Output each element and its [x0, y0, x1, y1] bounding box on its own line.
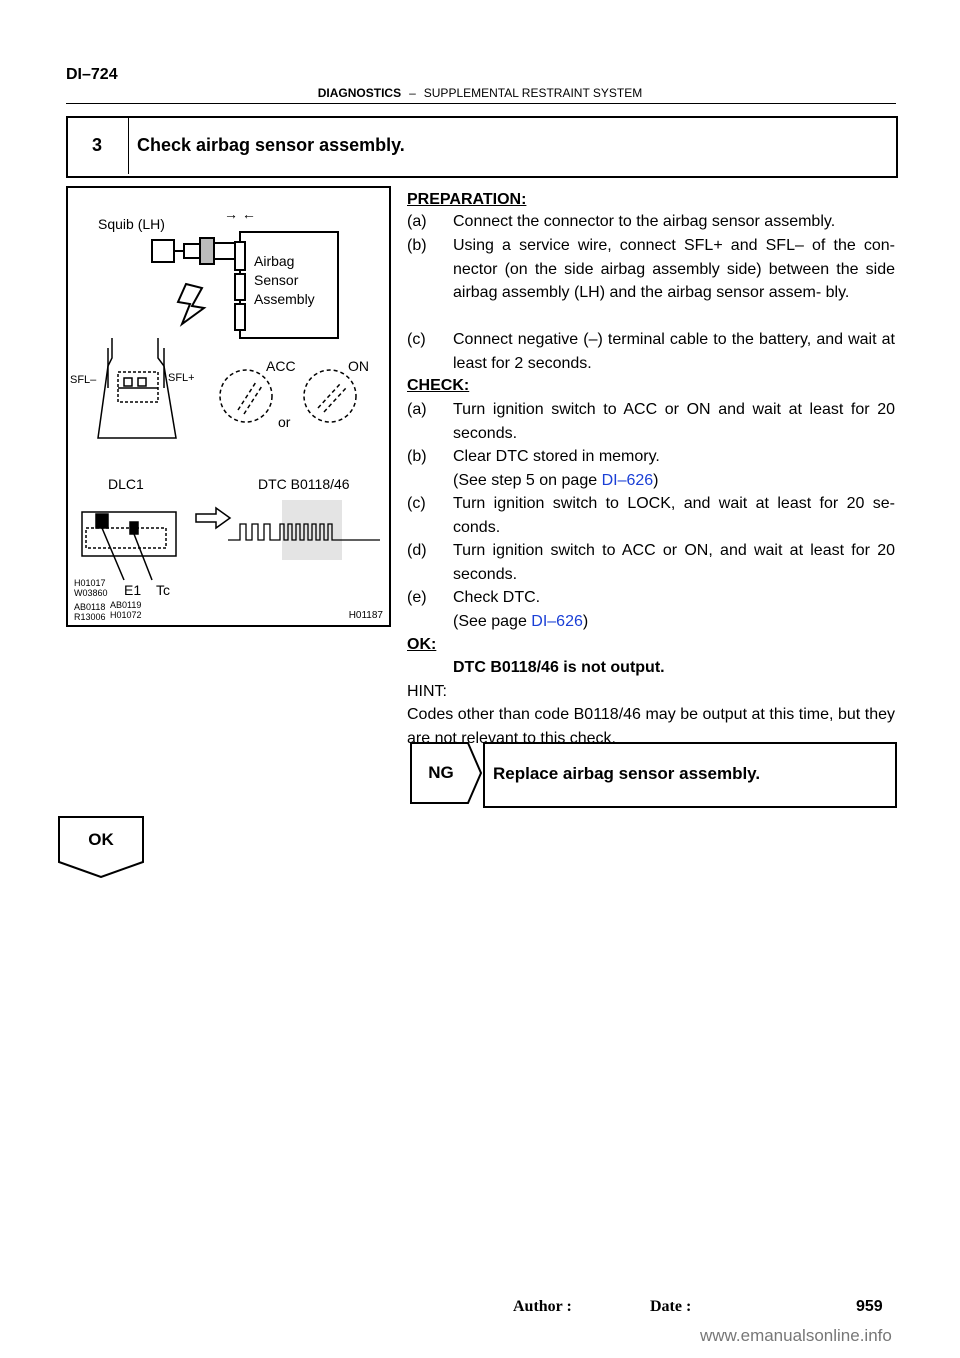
section-header: DIAGNOSTICS–SUPPLEMENTAL RESTRAINT SYSTE… [0, 86, 960, 100]
flow-arrow-icon [195, 506, 232, 530]
item-text: Check DTC. (See page DI–626) [453, 586, 895, 633]
connect-arrows: → ← [224, 206, 256, 222]
figure-code: H01187 [348, 610, 383, 621]
footer-date: Date : [650, 1298, 692, 1315]
check-b-text: Clear DTC stored in memory. [453, 448, 660, 465]
ng-tab-shape [410, 742, 482, 804]
e1-label: E1 [124, 582, 142, 598]
airbag-sensor-icon [234, 231, 339, 339]
prep-item-a: (a) Connect the connector to the airbag … [407, 210, 895, 234]
ref-suffix: ) [653, 471, 659, 489]
ref-code: H01017 [74, 578, 106, 588]
page-link-di626[interactable]: DI–626 [531, 612, 583, 630]
ignition-switch-acc-icon [219, 369, 273, 423]
page-number: 959 [856, 1298, 883, 1315]
sensor-label-line2: Sensor [254, 272, 299, 288]
header-separator: – [409, 86, 416, 100]
item-text: Turn ignition switch to ACC or ON, and w… [453, 542, 895, 583]
preparation-heading: PREPARATION: [407, 191, 527, 208]
side-connector-icon [97, 338, 177, 439]
item-label: (a) [407, 401, 427, 418]
check-item-d: (d) Turn ignition switch to ACC or ON, a… [407, 539, 895, 586]
item-text: Connect negative (–) terminal cable to t… [453, 331, 895, 372]
ref-code: W03860 [74, 588, 108, 598]
step-title: Check airbag sensor assembly. [137, 134, 405, 155]
acc-label: ACC [266, 358, 296, 374]
page-id: DI–724 [66, 66, 118, 83]
ref-code: AB0119 [110, 600, 142, 610]
item-label: (d) [407, 542, 427, 559]
tc-label: Tc [156, 582, 170, 598]
check-item-c: (c) Turn ignition switch to LOCK, and wa… [407, 492, 895, 539]
sensor-label-line3: Assembly [254, 291, 315, 307]
ok-tab-label: OK [88, 830, 114, 849]
check-b-reference: (See step 5 on page DI–626) [453, 469, 895, 493]
section-title: DIAGNOSTICS [317, 86, 402, 100]
ref-codes-mid: AB0119 H01072 [110, 600, 142, 620]
check-item-e: (e) Check DTC. (See page DI–626) [407, 586, 895, 633]
item-text: Turn ignition switch to ACC or ON and wa… [453, 401, 895, 442]
item-label: (b) [407, 448, 427, 465]
dtc-waveform-icon [228, 500, 380, 560]
sensor-label-line1: Airbag [254, 253, 295, 269]
diagram-drawing [81, 231, 380, 581]
dlc1-label: DLC1 [108, 476, 144, 492]
item-text: Turn ignition switch to LOCK, and wait a… [453, 495, 895, 536]
ref-codes-bottom: AB0118 R13006 [74, 602, 106, 622]
dtc-label: DTC B0118/46 [258, 476, 350, 492]
item-text: Clear DTC stored in memory. (See step 5 … [453, 445, 895, 492]
page-link-di626[interactable]: DI–626 [601, 471, 654, 489]
check-e-reference: (See page DI–626) [453, 610, 895, 634]
on-label: ON [348, 358, 369, 374]
ignition-switch-on-icon [303, 369, 357, 423]
ref-code: R13006 [74, 612, 106, 622]
lightning-arrow-icon [176, 282, 207, 327]
sfl-plus-label: SFL+ [168, 372, 195, 384]
footer-author: Author : [513, 1298, 572, 1315]
ok-heading: OK: [407, 636, 437, 653]
check-item-a: (a) Turn ignition switch to ACC or ON an… [407, 398, 895, 445]
ref-code: AB0118 [74, 602, 106, 612]
prep-item-b: (b) Using a service wire, connect SFL+ a… [407, 234, 895, 305]
ok-result: DTC B0118/46 is not output. [453, 659, 665, 676]
item-label: (b) [407, 237, 427, 254]
check-item-b: (b) Clear DTC stored in memory. (See ste… [407, 445, 895, 492]
sfl-minus-label: SFL– [70, 374, 97, 386]
check-heading: CHECK: [407, 377, 470, 394]
or-label: or [278, 414, 291, 430]
prep-item-c: (c) Connect negative (–) terminal cable … [407, 328, 895, 375]
sensor-label: Airbag Sensor Assembly [254, 252, 315, 309]
subsection-title: SUPPLEMENTAL RESTRAINT SYSTEM [423, 86, 643, 100]
ref-suffix: ) [582, 612, 589, 630]
hint-heading: HINT: [407, 683, 447, 700]
ref-code: H01072 [110, 610, 142, 620]
squib-label: Squib (LH) [98, 216, 165, 232]
item-text: Using a service wire, connect SFL+ and S… [453, 237, 895, 301]
item-label: (c) [407, 495, 426, 512]
diagram-figure: Squib (LH) → ← Airbag Sensor Assembly SF… [66, 186, 391, 627]
ng-tab-label: NG [428, 763, 454, 782]
item-text: Connect the connector to the airbag sens… [453, 213, 836, 230]
check-e-text: Check DTC. [453, 589, 541, 606]
item-label: (c) [407, 331, 426, 348]
ng-action-text: Replace airbag sensor assembly. [493, 764, 761, 783]
item-label: (a) [407, 213, 427, 230]
item-label: (e) [407, 589, 427, 606]
squib-connector-icon [151, 237, 239, 265]
ng-action-box [483, 742, 897, 808]
ref-prefix: (See page [453, 612, 532, 630]
header-rule [66, 103, 896, 104]
step-box [66, 116, 898, 178]
step-number: 3 [66, 116, 129, 174]
dlc1-connector-icon [81, 511, 177, 581]
ref-codes-left: H01017 W03860 [74, 578, 108, 598]
ok-tab-shape [58, 816, 144, 878]
ref-prefix: (See step 5 on page [453, 471, 602, 489]
watermark: www.emanualsonline.info [700, 1326, 892, 1345]
